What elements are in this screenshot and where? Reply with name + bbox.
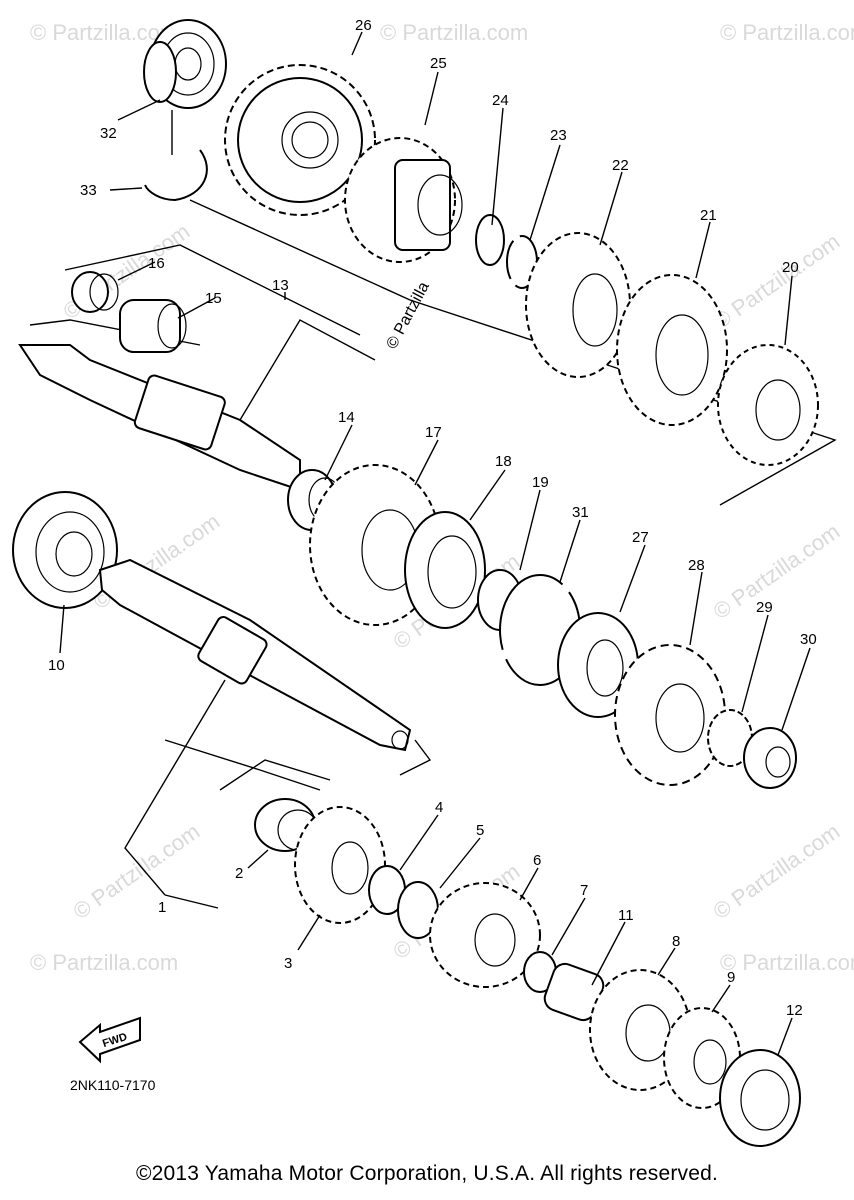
diagram-code: 2NK110-7170 <box>70 1077 156 1093</box>
callout-19: 19 <box>532 474 549 491</box>
nut-30 <box>743 727 797 789</box>
collar-15 <box>119 299 187 353</box>
gear-21 <box>616 274 728 426</box>
bearing-10 <box>12 491 118 609</box>
callout-labels: 26 25 24 23 22 21 20 32 33 16 13 15 14 1… <box>48 17 817 1019</box>
callout-16: 16 <box>148 255 165 272</box>
callout-14: 14 <box>338 409 355 426</box>
callout-15: 15 <box>205 290 222 307</box>
callout-7: 7 <box>580 882 588 899</box>
callout-12: 12 <box>786 1002 803 1019</box>
callout-6: 6 <box>533 852 541 869</box>
leader-lines <box>59 31 811 1056</box>
drive-axle <box>98 558 412 752</box>
collar-27 <box>557 612 639 718</box>
callout-20: 20 <box>782 259 799 276</box>
watermark: © Partzilla.com <box>720 950 854 975</box>
center-watermark: © Partzilla <box>384 279 433 352</box>
callout-13: 13 <box>272 277 289 294</box>
copyright-notice: ©2013 Yamaha Motor Corporation, U.S.A. A… <box>135 1162 719 1185</box>
callout-22: 22 <box>612 157 629 174</box>
watermark: © Partzilla.com <box>30 20 178 45</box>
watermark: © Partzilla.com <box>709 229 845 335</box>
callout-33: 33 <box>80 182 97 199</box>
callout-27: 27 <box>632 529 649 546</box>
gear-26 <box>224 64 376 216</box>
callout-5: 5 <box>476 822 484 839</box>
callout-1: 1 <box>158 899 166 916</box>
gear-3 <box>294 806 386 924</box>
watermark: © Partzilla.com <box>30 950 178 975</box>
callout-32: 32 <box>100 125 117 142</box>
gear-20 <box>717 344 819 466</box>
watermark: © Partzilla.com <box>380 20 528 45</box>
gear-25 <box>344 137 463 263</box>
watermark: © Partzilla.com <box>709 819 845 925</box>
callout-29: 29 <box>756 599 773 616</box>
callout-2: 2 <box>235 865 243 882</box>
callout-23: 23 <box>550 127 567 144</box>
main-axle-13 <box>18 344 301 492</box>
callout-10: 10 <box>48 657 65 674</box>
callout-11: 11 <box>618 907 634 924</box>
gear-6 <box>429 882 541 988</box>
bearing-18 <box>404 511 486 629</box>
callout-4: 4 <box>435 799 443 816</box>
callout-9: 9 <box>727 969 735 986</box>
callout-17: 17 <box>425 424 442 441</box>
callout-30: 30 <box>800 631 817 648</box>
circlip-33 <box>144 149 208 202</box>
watermark: © Partzilla.com <box>720 20 854 45</box>
callout-24: 24 <box>492 92 509 109</box>
callout-8: 8 <box>672 933 680 950</box>
callout-25: 25 <box>430 55 447 72</box>
gear-22 <box>525 232 631 378</box>
sprocket-28 <box>614 644 726 786</box>
bearing-12 <box>719 1049 801 1147</box>
callout-18: 18 <box>495 453 512 470</box>
callout-26: 26 <box>355 17 372 34</box>
washer-24 <box>475 214 505 266</box>
callout-21: 21 <box>700 207 717 224</box>
bearing-32 <box>143 19 227 109</box>
callout-3: 3 <box>284 955 292 972</box>
watermark: © Partzilla.com <box>709 519 845 625</box>
fwd-arrow-icon: FWD <box>78 1016 141 1064</box>
watermark: © Partzilla.com <box>69 819 205 925</box>
callout-28: 28 <box>688 557 705 574</box>
collar-16 <box>71 271 119 313</box>
callout-31: 31 <box>572 504 589 521</box>
